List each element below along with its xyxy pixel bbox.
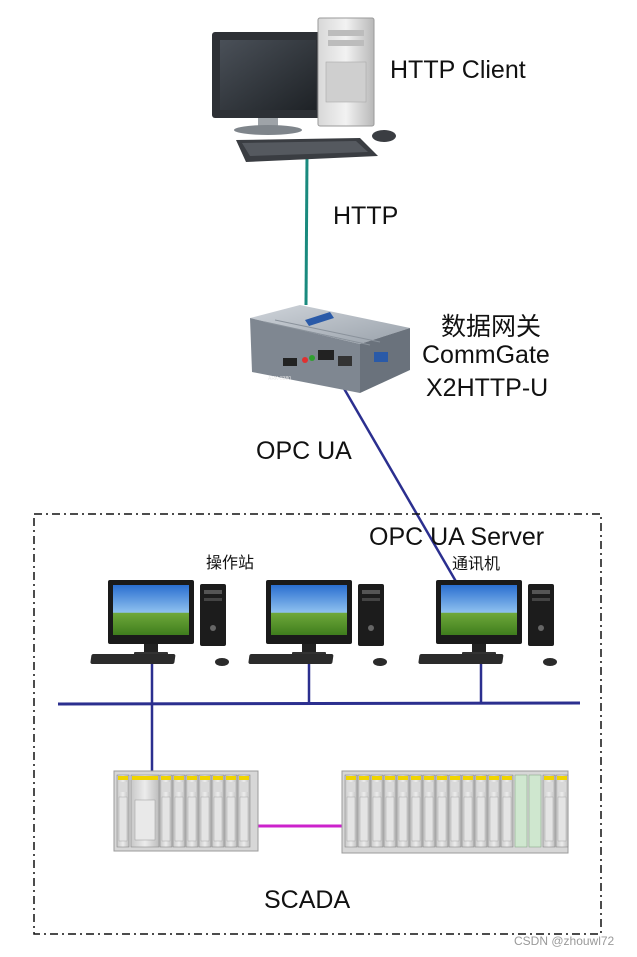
http-client-computer-icon [212,17,396,162]
gateway-model-label: X2HTTP-U [426,374,549,402]
gateway-cn-label: 数据网关 [441,312,542,341]
gateway-device-icon [250,305,410,393]
http-link-label: HTTP [333,202,399,230]
opc-ua-link-label: OPC UA [256,437,352,465]
watermark-text: CSDN @zhouwl72 [514,934,615,948]
scada-label: SCADA [264,886,351,914]
comm-machine-computer-icon [418,580,557,666]
http-link-line [304,154,309,306]
operator-station-2-computer-icon [248,580,387,666]
operator-station-1-computer-icon [90,580,229,666]
network-bus-line [57,701,581,706]
comm-machine-label: 通讯机 [452,554,501,573]
operator-station-label: 操作站 [206,553,255,572]
http-client-label: HTTP Client [390,56,526,84]
gateway-name-label: CommGate [422,341,550,369]
gateway-device-model-text: ARK-3380 [268,376,291,382]
opc-ua-link-line [333,372,460,586]
plc-rack-2-icon [341,770,569,854]
scada-boundary [33,513,602,935]
plc-rack-1-icon [113,770,259,852]
opc-ua-server-label: OPC UA Server [369,523,545,551]
